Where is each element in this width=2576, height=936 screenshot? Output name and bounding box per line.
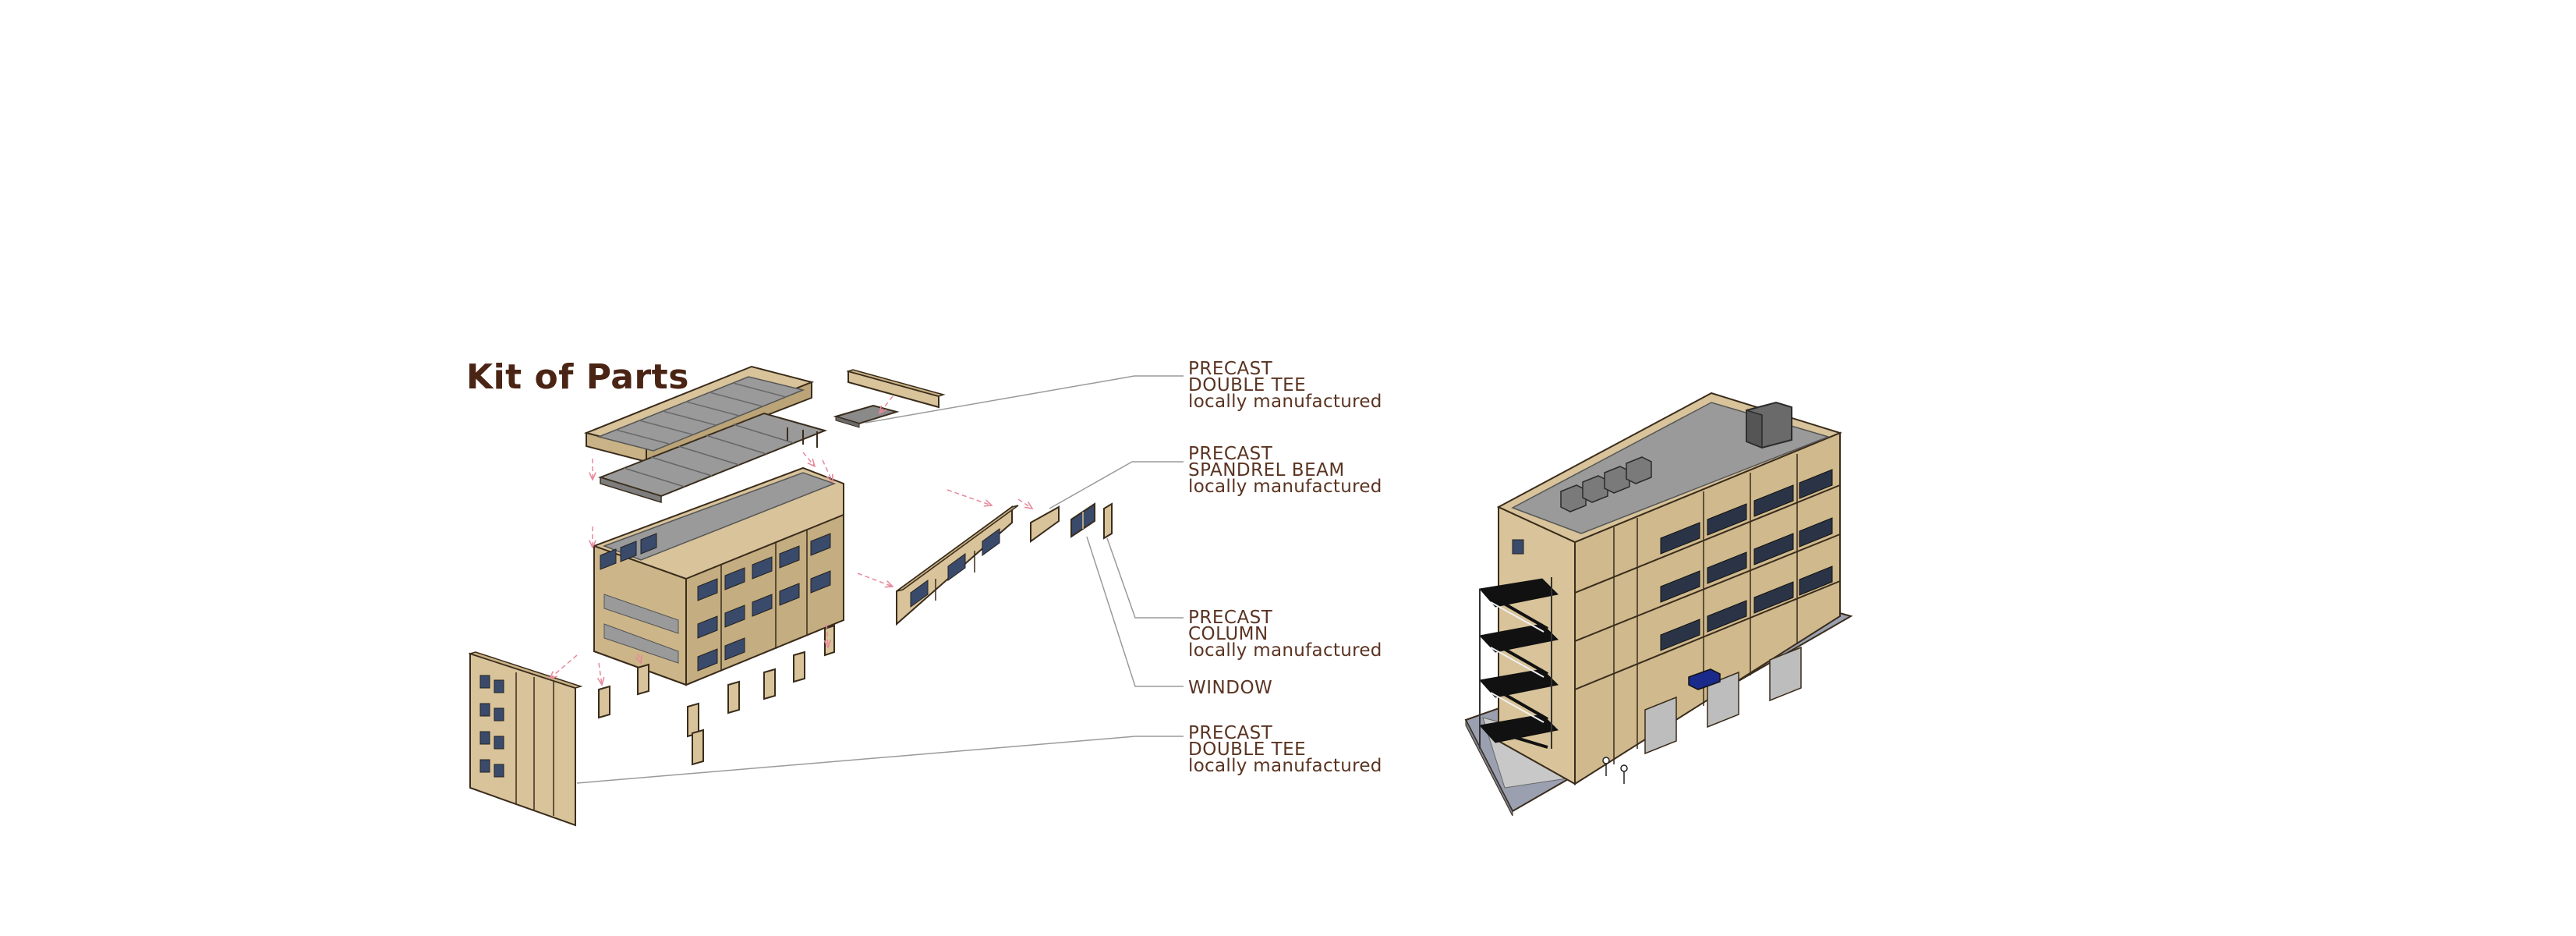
callout-subtitle: locally manufactured xyxy=(1188,477,1382,497)
assembly-arrows xyxy=(550,395,1032,685)
roof-mechanical-units xyxy=(1560,401,1792,512)
leader-lines xyxy=(576,375,1184,784)
callout-line2: DOUBLE TEE xyxy=(1188,375,1307,395)
column-piece xyxy=(1103,502,1113,540)
lower-floors-block xyxy=(593,466,844,686)
human-figures xyxy=(1602,757,1628,784)
callout-subtitle: locally manufactured xyxy=(1188,640,1382,661)
facade-windows xyxy=(1574,454,1841,764)
spandrel-piece xyxy=(1030,505,1060,543)
callout-subtitle: locally manufactured xyxy=(1188,392,1382,412)
spandrel-beam-row xyxy=(896,505,1019,626)
exterior-staircase xyxy=(1479,577,1559,749)
callout-subtitle: locally manufactured xyxy=(1188,756,1382,776)
callout-column: PRECAST COLUMN locally manufactured xyxy=(1188,608,1382,661)
side-window xyxy=(1512,539,1524,555)
callout-line2: SPANDREL BEAM xyxy=(1188,460,1345,480)
callout-line2: COLUMN xyxy=(1188,624,1269,644)
callout-line1: PRECAST xyxy=(1188,359,1273,379)
callout-line2: DOUBLE TEE xyxy=(1188,739,1307,760)
assembled-building xyxy=(1464,392,1853,817)
top-floor-assembly xyxy=(583,365,815,463)
callout-line1: PRECAST xyxy=(1188,444,1273,464)
top-spandrel-beam xyxy=(846,369,946,409)
window-piece xyxy=(1070,502,1095,538)
exploded-assembly xyxy=(468,365,1184,827)
callout-window: WINDOW xyxy=(1188,678,1273,698)
callout-line1: PRECAST xyxy=(1188,608,1273,628)
callout-spandrel-beam: PRECAST SPANDREL BEAM locally manufactur… xyxy=(1188,444,1382,497)
callout-line1: WINDOW xyxy=(1188,678,1273,698)
top-double-tee-piece xyxy=(833,404,900,428)
page-title: Kit of Parts xyxy=(466,357,689,397)
callout-double-tee-top: PRECAST DOUBLE TEE locally manufactured xyxy=(1188,359,1382,412)
wall-panel xyxy=(468,651,583,827)
callout-line1: PRECAST xyxy=(1188,723,1273,743)
parked-car xyxy=(1688,668,1721,690)
callout-double-tee-bottom: PRECAST DOUBLE TEE locally manufactured xyxy=(1188,725,1382,775)
middle-floor-slab xyxy=(597,412,828,504)
